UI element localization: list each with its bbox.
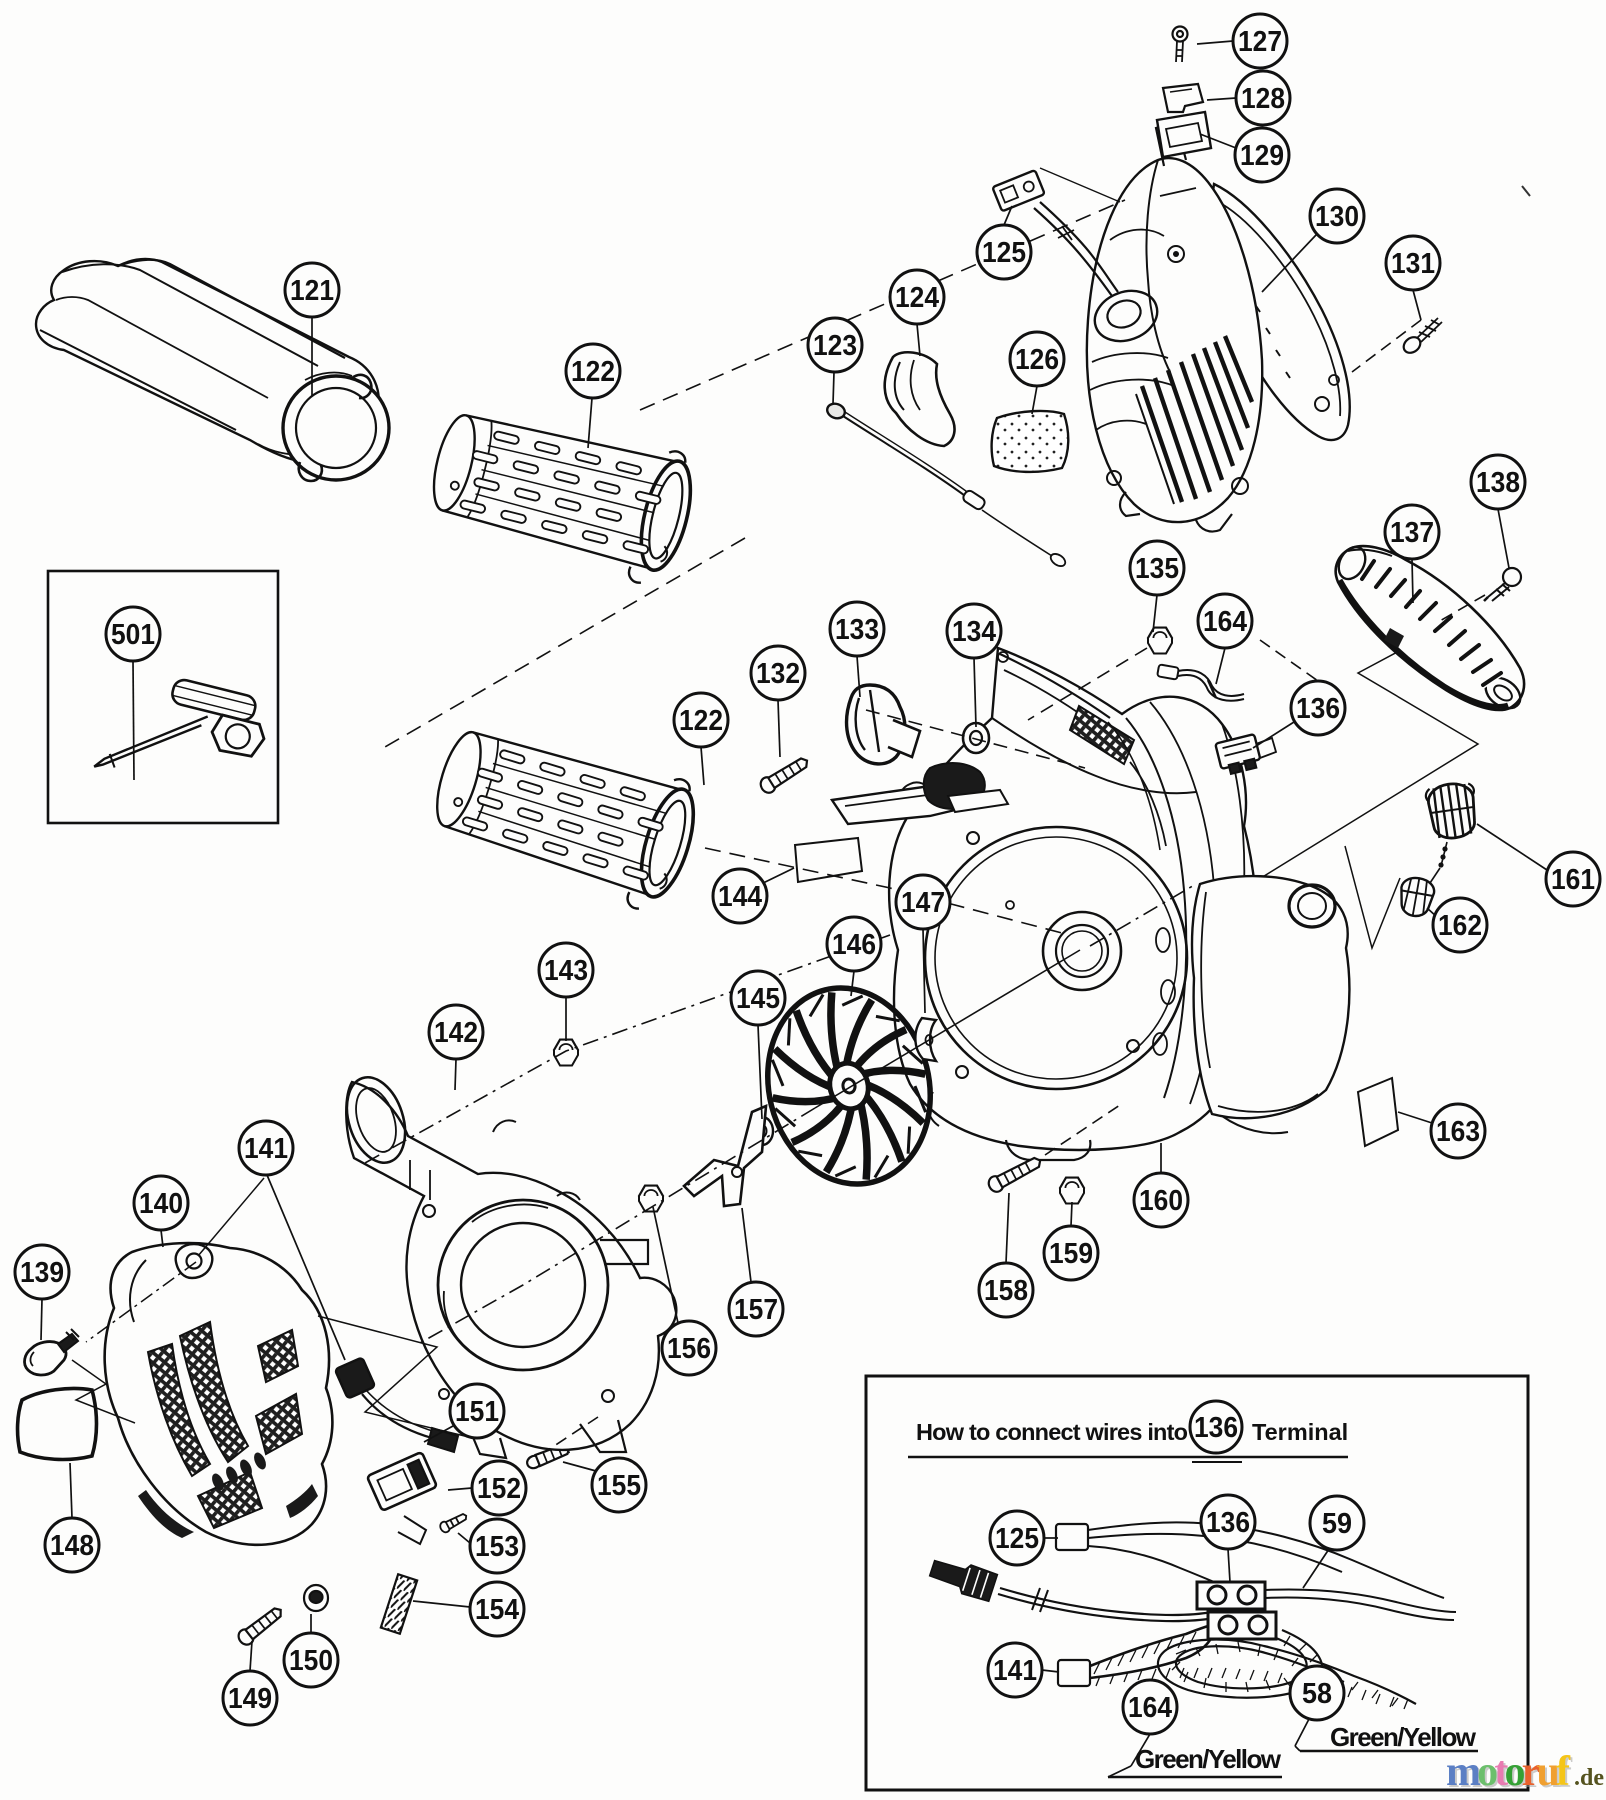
svg-text:141: 141 xyxy=(244,1133,288,1165)
svg-text:128: 128 xyxy=(1241,83,1285,115)
svg-text:139: 139 xyxy=(20,1257,64,1289)
svg-text:152: 152 xyxy=(477,1473,521,1505)
svg-text:150: 150 xyxy=(289,1645,333,1677)
svg-text:122: 122 xyxy=(571,356,615,388)
svg-text:159: 159 xyxy=(1049,1238,1093,1270)
svg-text:132: 132 xyxy=(756,658,800,690)
svg-text:122: 122 xyxy=(679,705,723,737)
svg-text:59: 59 xyxy=(1322,1508,1352,1540)
svg-text:160: 160 xyxy=(1139,1185,1183,1217)
svg-text:501: 501 xyxy=(111,619,155,651)
svg-text:143: 143 xyxy=(544,955,588,987)
svg-text:141: 141 xyxy=(993,1655,1037,1687)
svg-text:144: 144 xyxy=(718,881,762,913)
svg-text:motoruf: motoruf xyxy=(1448,1751,1573,1797)
svg-text:164: 164 xyxy=(1203,606,1247,638)
svg-text:124: 124 xyxy=(895,282,939,314)
svg-text:123: 123 xyxy=(813,330,857,362)
svg-text:motoruf: motoruf xyxy=(1446,1749,1571,1795)
svg-text:146: 146 xyxy=(832,929,876,961)
svg-text:127: 127 xyxy=(1238,26,1282,58)
svg-text:126: 126 xyxy=(1015,344,1059,376)
svg-text:163: 163 xyxy=(1436,1116,1480,1148)
svg-text:133: 133 xyxy=(835,614,879,646)
svg-text:149: 149 xyxy=(228,1683,272,1715)
svg-text:164: 164 xyxy=(1128,1692,1172,1724)
svg-text:135: 135 xyxy=(1135,553,1179,585)
svg-text:153: 153 xyxy=(475,1531,519,1563)
svg-text:130: 130 xyxy=(1315,201,1359,233)
svg-text:142: 142 xyxy=(434,1017,478,1049)
svg-text:136: 136 xyxy=(1194,1412,1238,1444)
svg-text:154: 154 xyxy=(475,1594,519,1626)
svg-text:58: 58 xyxy=(1302,1678,1332,1710)
svg-text:147: 147 xyxy=(901,887,945,919)
svg-text:How to connect wires into: How to connect wires into xyxy=(916,1419,1188,1445)
svg-text:148: 148 xyxy=(50,1530,94,1562)
svg-text:134: 134 xyxy=(952,616,996,648)
svg-text:129: 129 xyxy=(1240,140,1284,172)
svg-text:157: 157 xyxy=(734,1294,778,1326)
svg-text:.de: .de xyxy=(1574,1765,1604,1791)
svg-text:131: 131 xyxy=(1391,248,1435,280)
svg-text:145: 145 xyxy=(736,983,780,1015)
svg-text:140: 140 xyxy=(139,1188,183,1220)
svg-text:155: 155 xyxy=(597,1470,641,1502)
svg-text:161: 161 xyxy=(1551,864,1595,896)
svg-text:162: 162 xyxy=(1438,910,1482,942)
svg-text:Green/Yellow: Green/Yellow xyxy=(1135,1744,1282,1774)
svg-text:136: 136 xyxy=(1206,1507,1250,1539)
svg-text:138: 138 xyxy=(1476,467,1520,499)
svg-text:125: 125 xyxy=(982,237,1026,269)
svg-text:125: 125 xyxy=(995,1523,1039,1555)
svg-text:137: 137 xyxy=(1390,517,1434,549)
svg-text:158: 158 xyxy=(984,1275,1028,1307)
svg-text:151: 151 xyxy=(455,1396,499,1428)
svg-text:Green/Yellow: Green/Yellow xyxy=(1330,1722,1477,1752)
svg-text:136: 136 xyxy=(1296,693,1340,725)
svg-text:121: 121 xyxy=(290,275,334,307)
svg-text:Terminal: Terminal xyxy=(1252,1419,1348,1445)
svg-text:156: 156 xyxy=(667,1333,711,1365)
